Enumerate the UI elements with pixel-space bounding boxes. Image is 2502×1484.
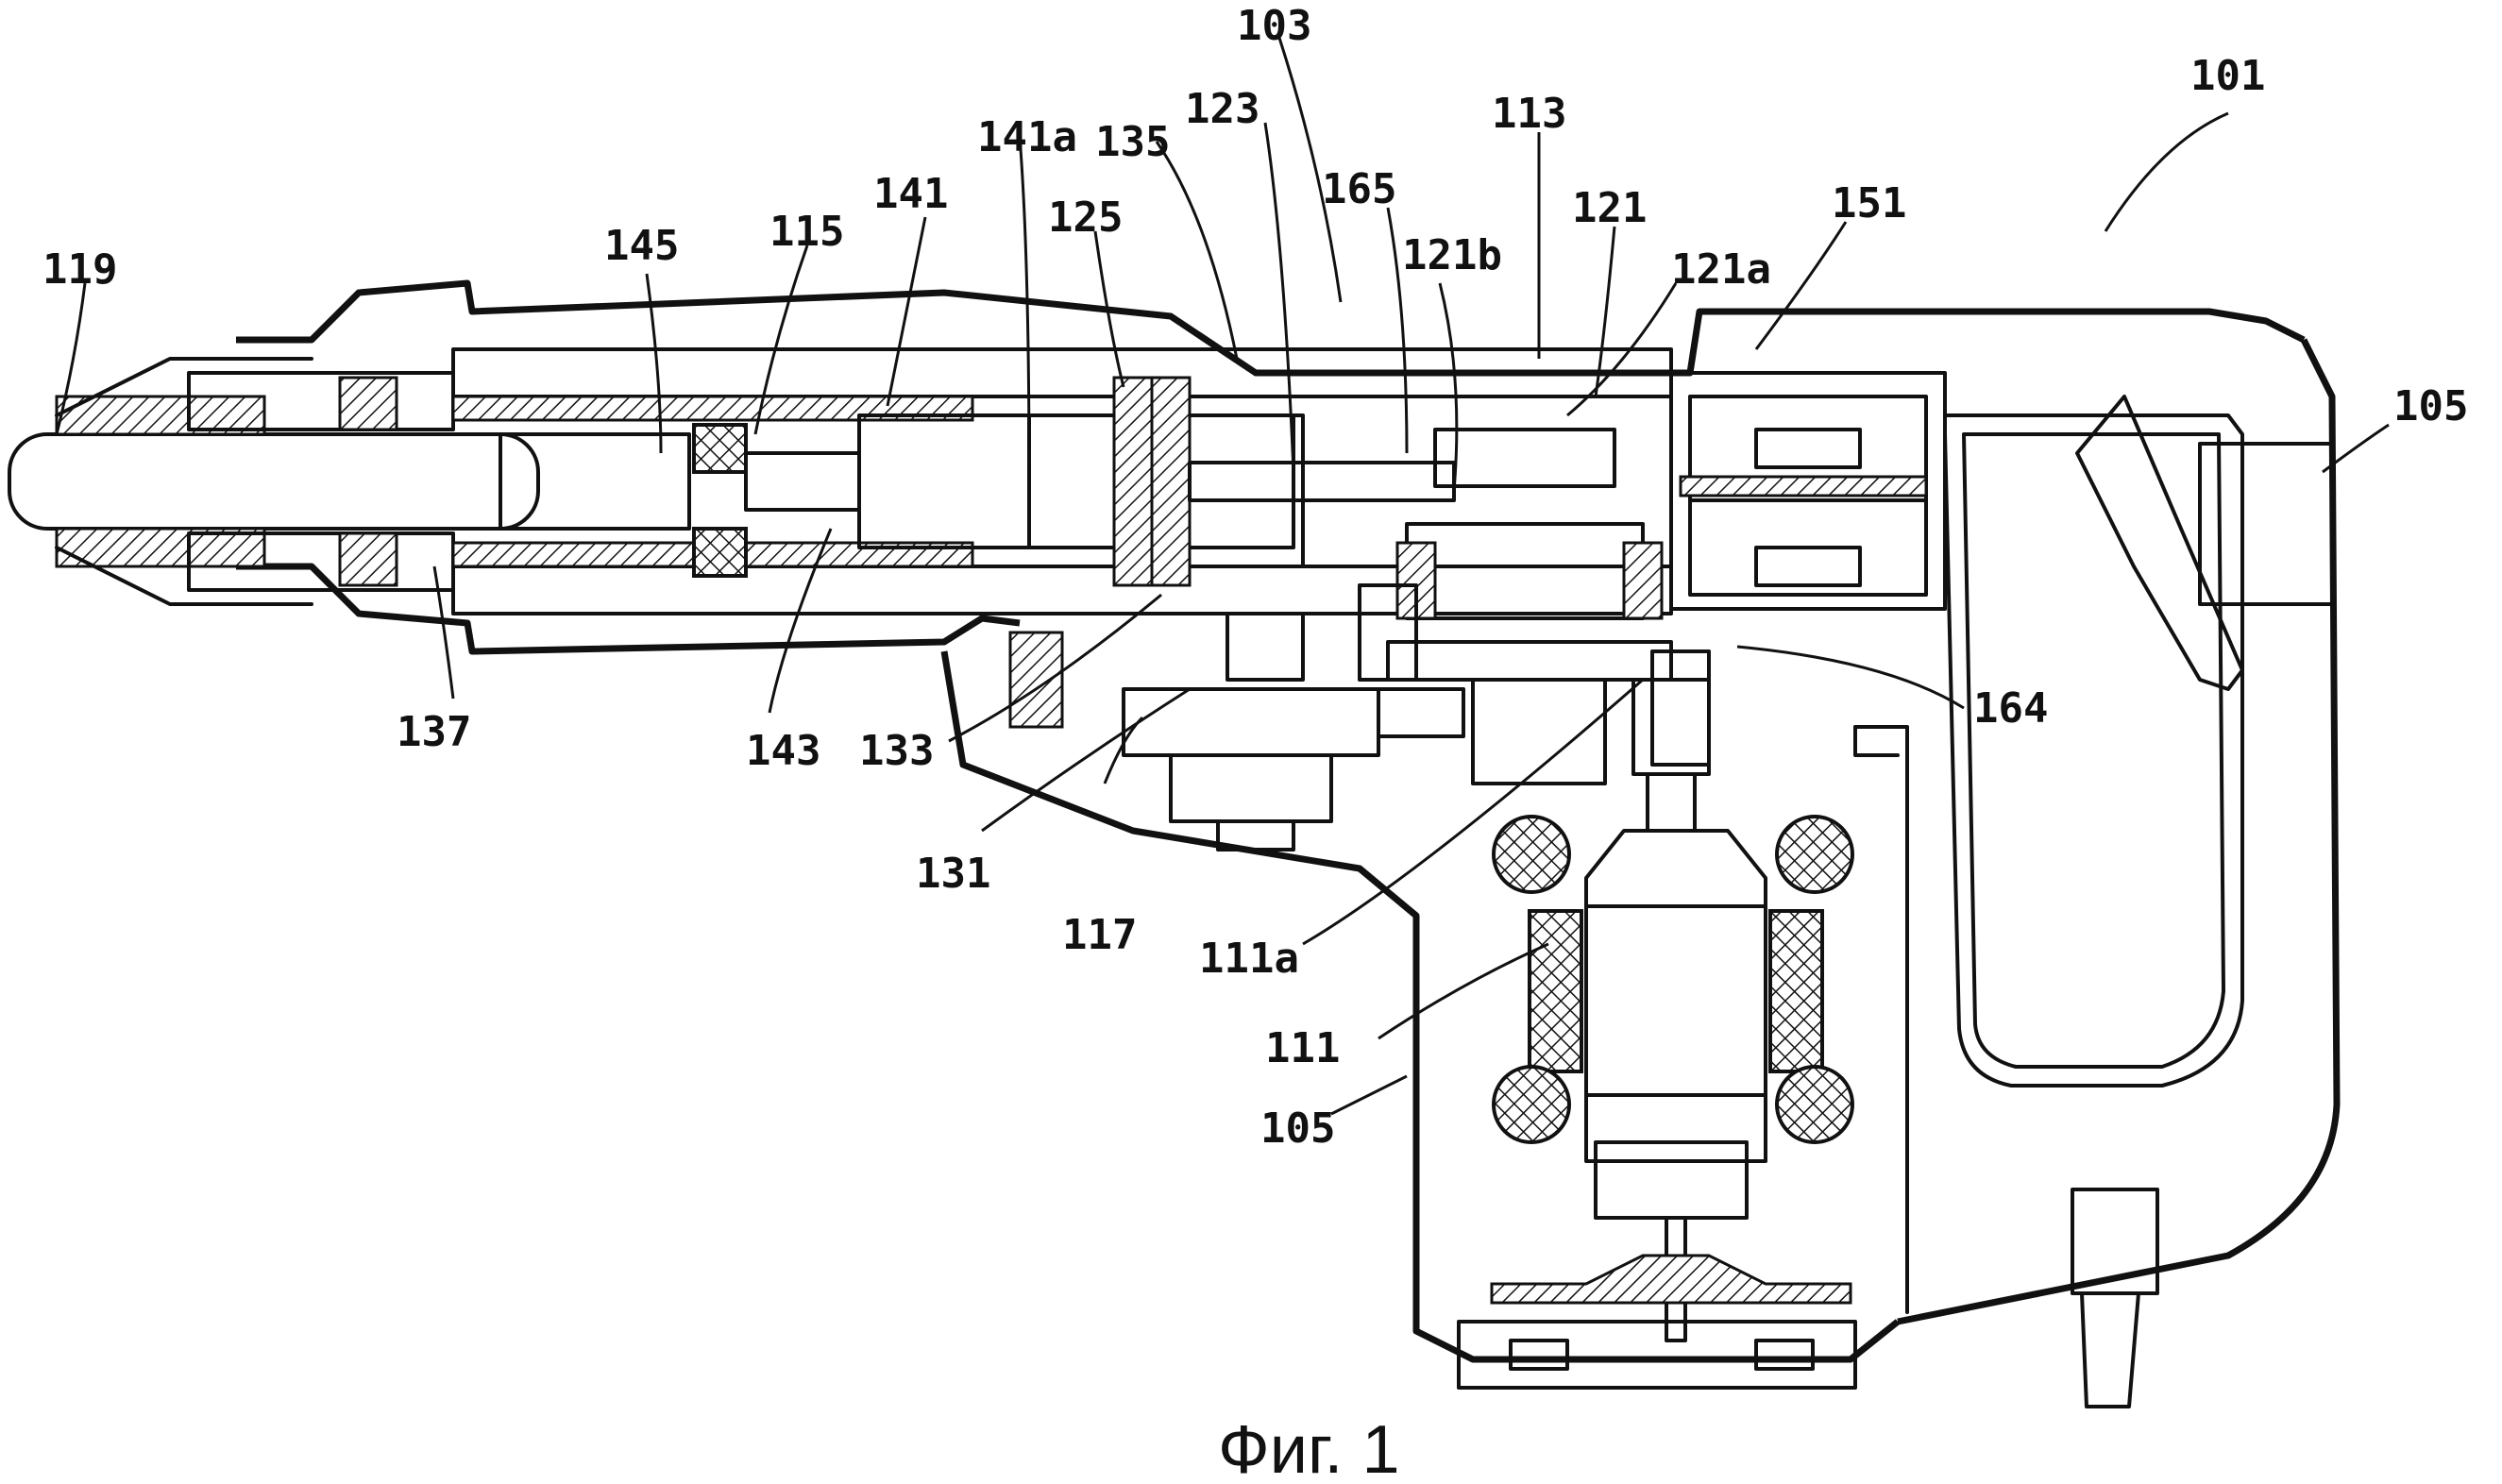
- ref-115: 115: [769, 208, 844, 256]
- ref-121b: 121b: [1402, 231, 1502, 279]
- ref-105-motor-housing: 105: [1260, 1105, 1335, 1153]
- ref-151: 151: [1832, 179, 1906, 228]
- figure-caption: Фиг. 1: [1218, 1412, 1399, 1484]
- tool-holder-section: [8, 357, 540, 606]
- ref-141a: 141a: [977, 113, 1077, 161]
- ref-121a: 121a: [1671, 245, 1771, 294]
- ref-111a: 111a: [1199, 935, 1299, 983]
- cylinder-section: [451, 347, 1673, 616]
- clutch-unit: [1669, 371, 1947, 611]
- ref-111: 111: [1265, 1024, 1340, 1072]
- housing-outline: [236, 279, 2341, 1363]
- ref-165: 165: [1322, 165, 1396, 213]
- ref-103: 103: [1237, 2, 1311, 50]
- ref-135: 135: [1095, 118, 1170, 166]
- crank-mechanism: [1386, 522, 1711, 785]
- ref-113: 113: [1492, 90, 1566, 138]
- ref-141: 141: [873, 170, 948, 218]
- ref-119: 119: [42, 245, 117, 294]
- gear-train: [1008, 583, 1465, 852]
- ref-131: 131: [916, 850, 990, 898]
- ref-117: 117: [1062, 911, 1137, 959]
- leader-lines: [55, 37, 2390, 1116]
- ref-101: 101: [2190, 52, 2265, 100]
- ref-145: 145: [604, 222, 679, 270]
- ref-123: 123: [1185, 85, 1259, 133]
- ref-143: 143: [746, 727, 820, 775]
- motor: [1457, 678, 1857, 1390]
- trigger-and-cord: [2071, 395, 2334, 1408]
- ref-105-handle: 105: [2393, 382, 2468, 430]
- ref-133: 133: [859, 727, 934, 775]
- ref-121: 121: [1572, 184, 1647, 232]
- ref-164: 164: [1973, 684, 2048, 733]
- ref-125: 125: [1048, 194, 1123, 242]
- reference-labels: 101 103 105 105 111 111a 113 115 117 119…: [42, 2, 2468, 1153]
- ref-137: 137: [397, 708, 471, 756]
